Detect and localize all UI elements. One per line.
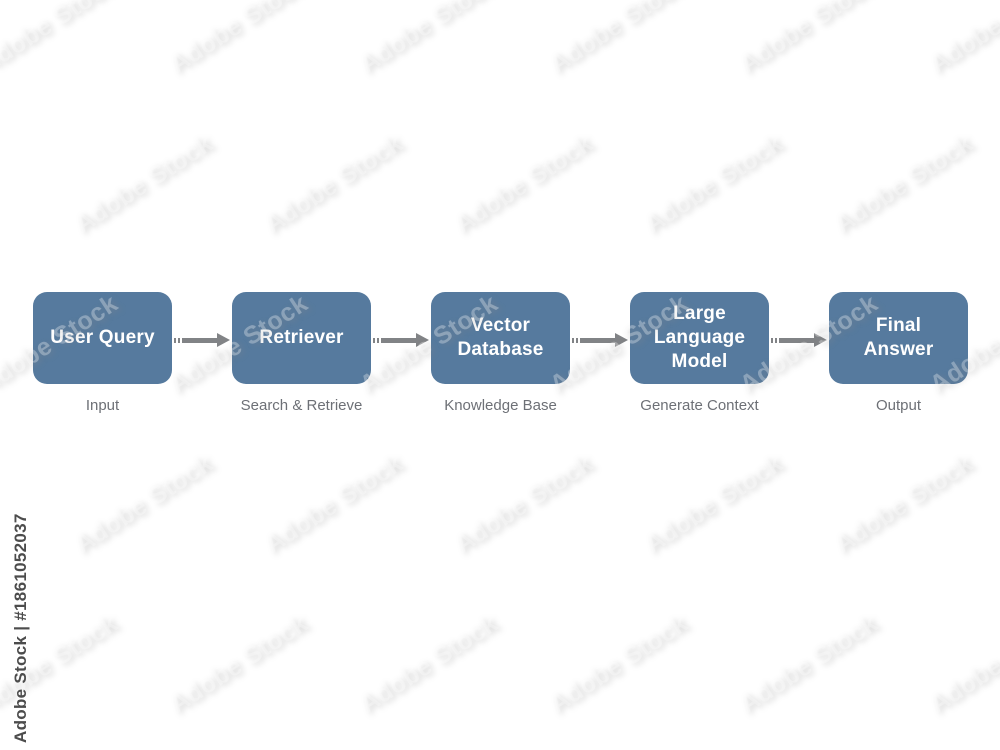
node-title: Vector Database xyxy=(457,315,544,360)
flow-node-user-query: User Query Input xyxy=(33,292,172,414)
arrow-shaft xyxy=(581,337,615,343)
node-caption: Output xyxy=(875,397,922,414)
flow-arrow-icon xyxy=(572,333,628,347)
node-title: User Query xyxy=(50,327,155,348)
arrow-shaft xyxy=(382,337,416,343)
watermark-text: Adobe Stock xyxy=(259,449,408,559)
stock-credit: Adobe Stock | #1861052037 xyxy=(11,513,30,743)
node-title: Retriever xyxy=(259,327,344,348)
node-box-final-answer: Final Answer xyxy=(829,292,968,384)
watermark-text: Adobe Stock xyxy=(924,0,1000,79)
flow-arrow-icon xyxy=(174,333,230,347)
flow-arrow-icon xyxy=(373,333,429,347)
node-caption: Search & Retrieve xyxy=(240,397,363,414)
flow-node-large-language-model: Large Language Model Generate Context xyxy=(630,292,769,414)
watermark-text: Adobe Stock xyxy=(544,0,693,79)
flow-node-vector-database: Vector Database Knowledge Base xyxy=(431,292,570,414)
watermark-text: Adobe Stock xyxy=(354,0,503,79)
watermark-text: Adobe Stock xyxy=(829,129,978,239)
node-box-retriever: Retriever xyxy=(232,292,371,384)
node-caption: Input xyxy=(85,397,120,414)
watermark-text: Adobe Stock xyxy=(69,449,218,559)
watermark-text: Adobe Stock xyxy=(259,129,408,239)
arrow-tail-dashes xyxy=(174,337,183,343)
arrow-shaft xyxy=(183,337,217,343)
node-title: Final Answer xyxy=(863,315,934,360)
node-caption: Generate Context xyxy=(640,397,759,414)
arrow-head xyxy=(416,333,429,347)
arrow-head xyxy=(615,333,628,347)
watermark-text: Adobe Stock xyxy=(0,0,123,79)
watermark-text: Adobe Stock xyxy=(639,129,788,239)
flow-node-final-answer: Final Answer Output xyxy=(829,292,968,414)
arrow-tail-dashes xyxy=(771,337,780,343)
node-box-user-query: User Query xyxy=(33,292,172,384)
arrow-tail-dashes xyxy=(572,337,581,343)
arrow-head xyxy=(814,333,827,347)
arrow-tail-dashes xyxy=(373,337,382,343)
arrow-shaft xyxy=(780,337,814,343)
watermark-text: Adobe Stock xyxy=(354,609,503,719)
arrow-head xyxy=(217,333,230,347)
watermark-text: Adobe Stock xyxy=(734,609,883,719)
watermark-text: Adobe Stock xyxy=(164,0,313,79)
watermark-text: Adobe Stock xyxy=(449,449,598,559)
flow-node-retriever: Retriever Search & Retrieve xyxy=(232,292,371,414)
node-title: Large Language Model xyxy=(653,303,746,372)
flow-arrow-icon xyxy=(771,333,827,347)
watermark-text: Adobe Stock xyxy=(829,449,978,559)
watermark-text: Adobe Stock xyxy=(639,449,788,559)
node-box-large-language-model: Large Language Model xyxy=(630,292,769,384)
watermark-text: Adobe Stock xyxy=(449,129,598,239)
flow-diagram: User Query Input Retriever Search & Retr… xyxy=(33,292,968,414)
watermark-text: Adobe Stock xyxy=(164,609,313,719)
watermark-text: Adobe Stock xyxy=(734,0,883,79)
watermark-text: Adobe Stock xyxy=(544,609,693,719)
watermark-text: Adobe Stock xyxy=(69,129,218,239)
node-box-vector-database: Vector Database xyxy=(431,292,570,384)
node-caption: Knowledge Base xyxy=(444,397,557,414)
watermark-text: Adobe Stock xyxy=(924,609,1000,719)
